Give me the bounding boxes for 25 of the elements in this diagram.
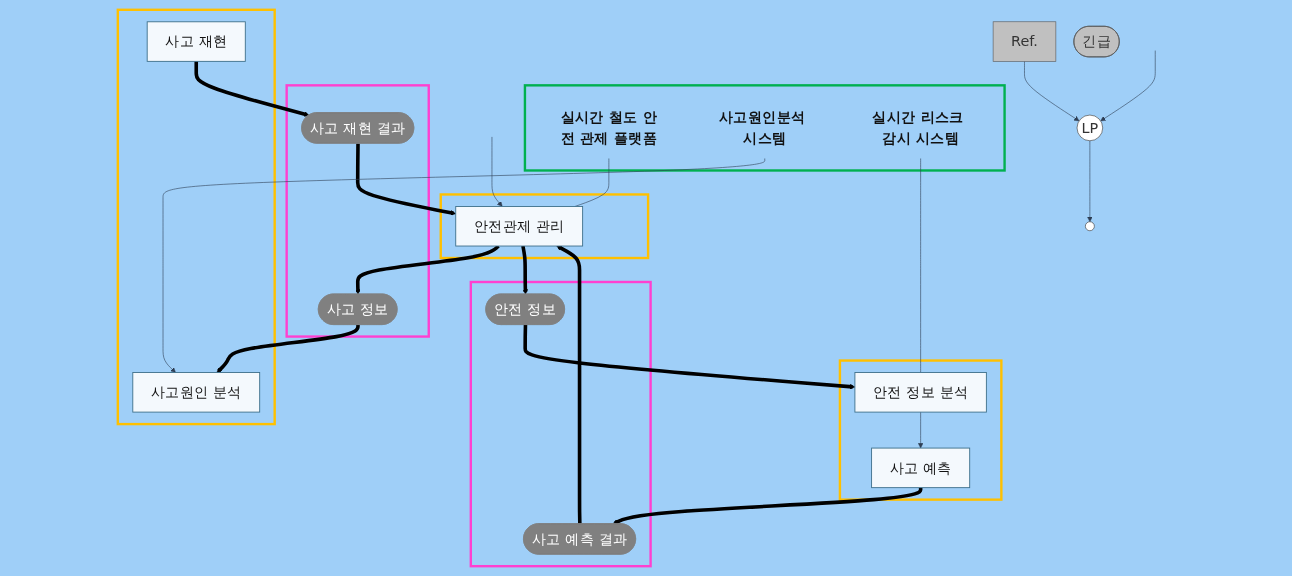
cluster [839, 359, 1004, 501]
cluster [524, 84, 1007, 172]
connector [575, 158, 610, 207]
node-box: 안전관제 관리 [455, 206, 584, 247]
cluster [285, 84, 431, 338]
node-text: 실시간 리스크 감시 시스템 [872, 108, 965, 148]
arrow [356, 143, 457, 216]
connector [920, 158, 922, 373]
arrow [523, 324, 856, 390]
arrow [613, 487, 923, 525]
node-box: Ref. [993, 21, 1057, 62]
node-text: 사고원인분석 시스템 [719, 108, 806, 148]
node-circle: LP [1077, 114, 1104, 142]
cluster [117, 8, 277, 426]
node-box: 사고 재현 [147, 21, 247, 62]
node-box: 안전 정보 분석 [854, 372, 988, 413]
cluster [440, 193, 650, 260]
arrow [217, 324, 361, 373]
node-text: 실시간 철도 안전 관제 플랫폼 [561, 108, 658, 148]
node-circle [1085, 221, 1096, 232]
arrow [557, 245, 583, 524]
node-box: 사고원인 분석 [132, 372, 261, 413]
node-box: 사고 예측 [871, 447, 971, 489]
cluster [470, 280, 653, 568]
arrow [521, 245, 529, 295]
